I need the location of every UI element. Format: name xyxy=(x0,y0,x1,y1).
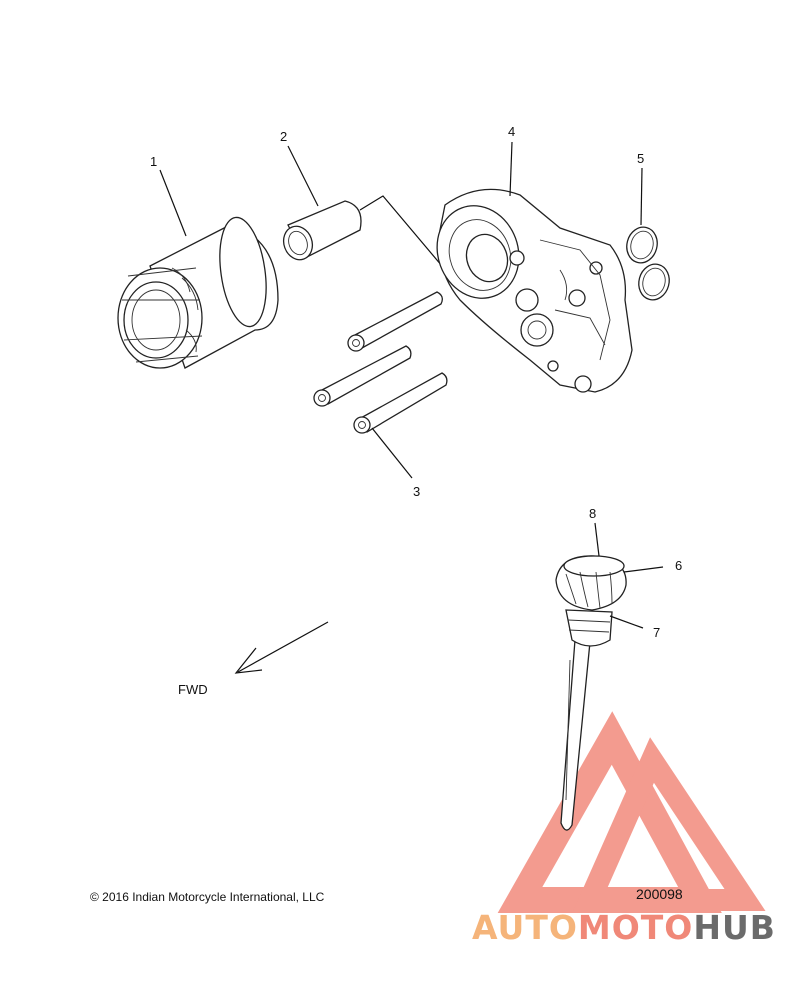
oil-filter xyxy=(117,216,279,369)
callout-8: 8 xyxy=(589,506,596,521)
leader-line-5 xyxy=(640,167,643,226)
leader-line-4 xyxy=(509,141,513,197)
copyright-text: © 2016 Indian Motorcycle International, … xyxy=(90,890,325,904)
direction-label: FWD xyxy=(178,682,208,697)
callout-1: 1 xyxy=(150,154,157,169)
leader-line-8 xyxy=(594,522,600,557)
watermark-part-moto: MOTO xyxy=(577,908,694,947)
bolt-upper xyxy=(347,291,443,352)
watermark-part-hub: HUB xyxy=(693,908,776,947)
leader-line-1 xyxy=(159,169,187,237)
leader-line-2b xyxy=(359,195,459,286)
watermark-part-auto: AUTO xyxy=(472,908,578,947)
callout-7: 7 xyxy=(653,625,660,640)
fwd-arrow-icon xyxy=(234,621,329,674)
dipstick xyxy=(555,555,627,831)
callout-4: 4 xyxy=(508,124,515,139)
bolt-middle xyxy=(313,345,412,407)
o-rings xyxy=(626,226,670,301)
watermark-text: AUTOMOTOHUB xyxy=(472,908,776,947)
filter-housing xyxy=(436,188,633,393)
watermark-logo-icon xyxy=(497,711,766,913)
callout-5: 5 xyxy=(637,151,644,166)
sleeve-pipe xyxy=(282,200,362,261)
bolt-lower xyxy=(353,372,448,434)
callout-6: 6 xyxy=(675,558,682,573)
callout-2: 2 xyxy=(280,129,287,144)
leader-line-2 xyxy=(287,145,319,207)
callout-3: 3 xyxy=(413,484,420,499)
leader-line-3 xyxy=(371,427,413,479)
diagram-number: 200098 xyxy=(636,886,683,902)
leader-line-6 xyxy=(623,566,664,573)
leader-line-7 xyxy=(609,615,644,629)
